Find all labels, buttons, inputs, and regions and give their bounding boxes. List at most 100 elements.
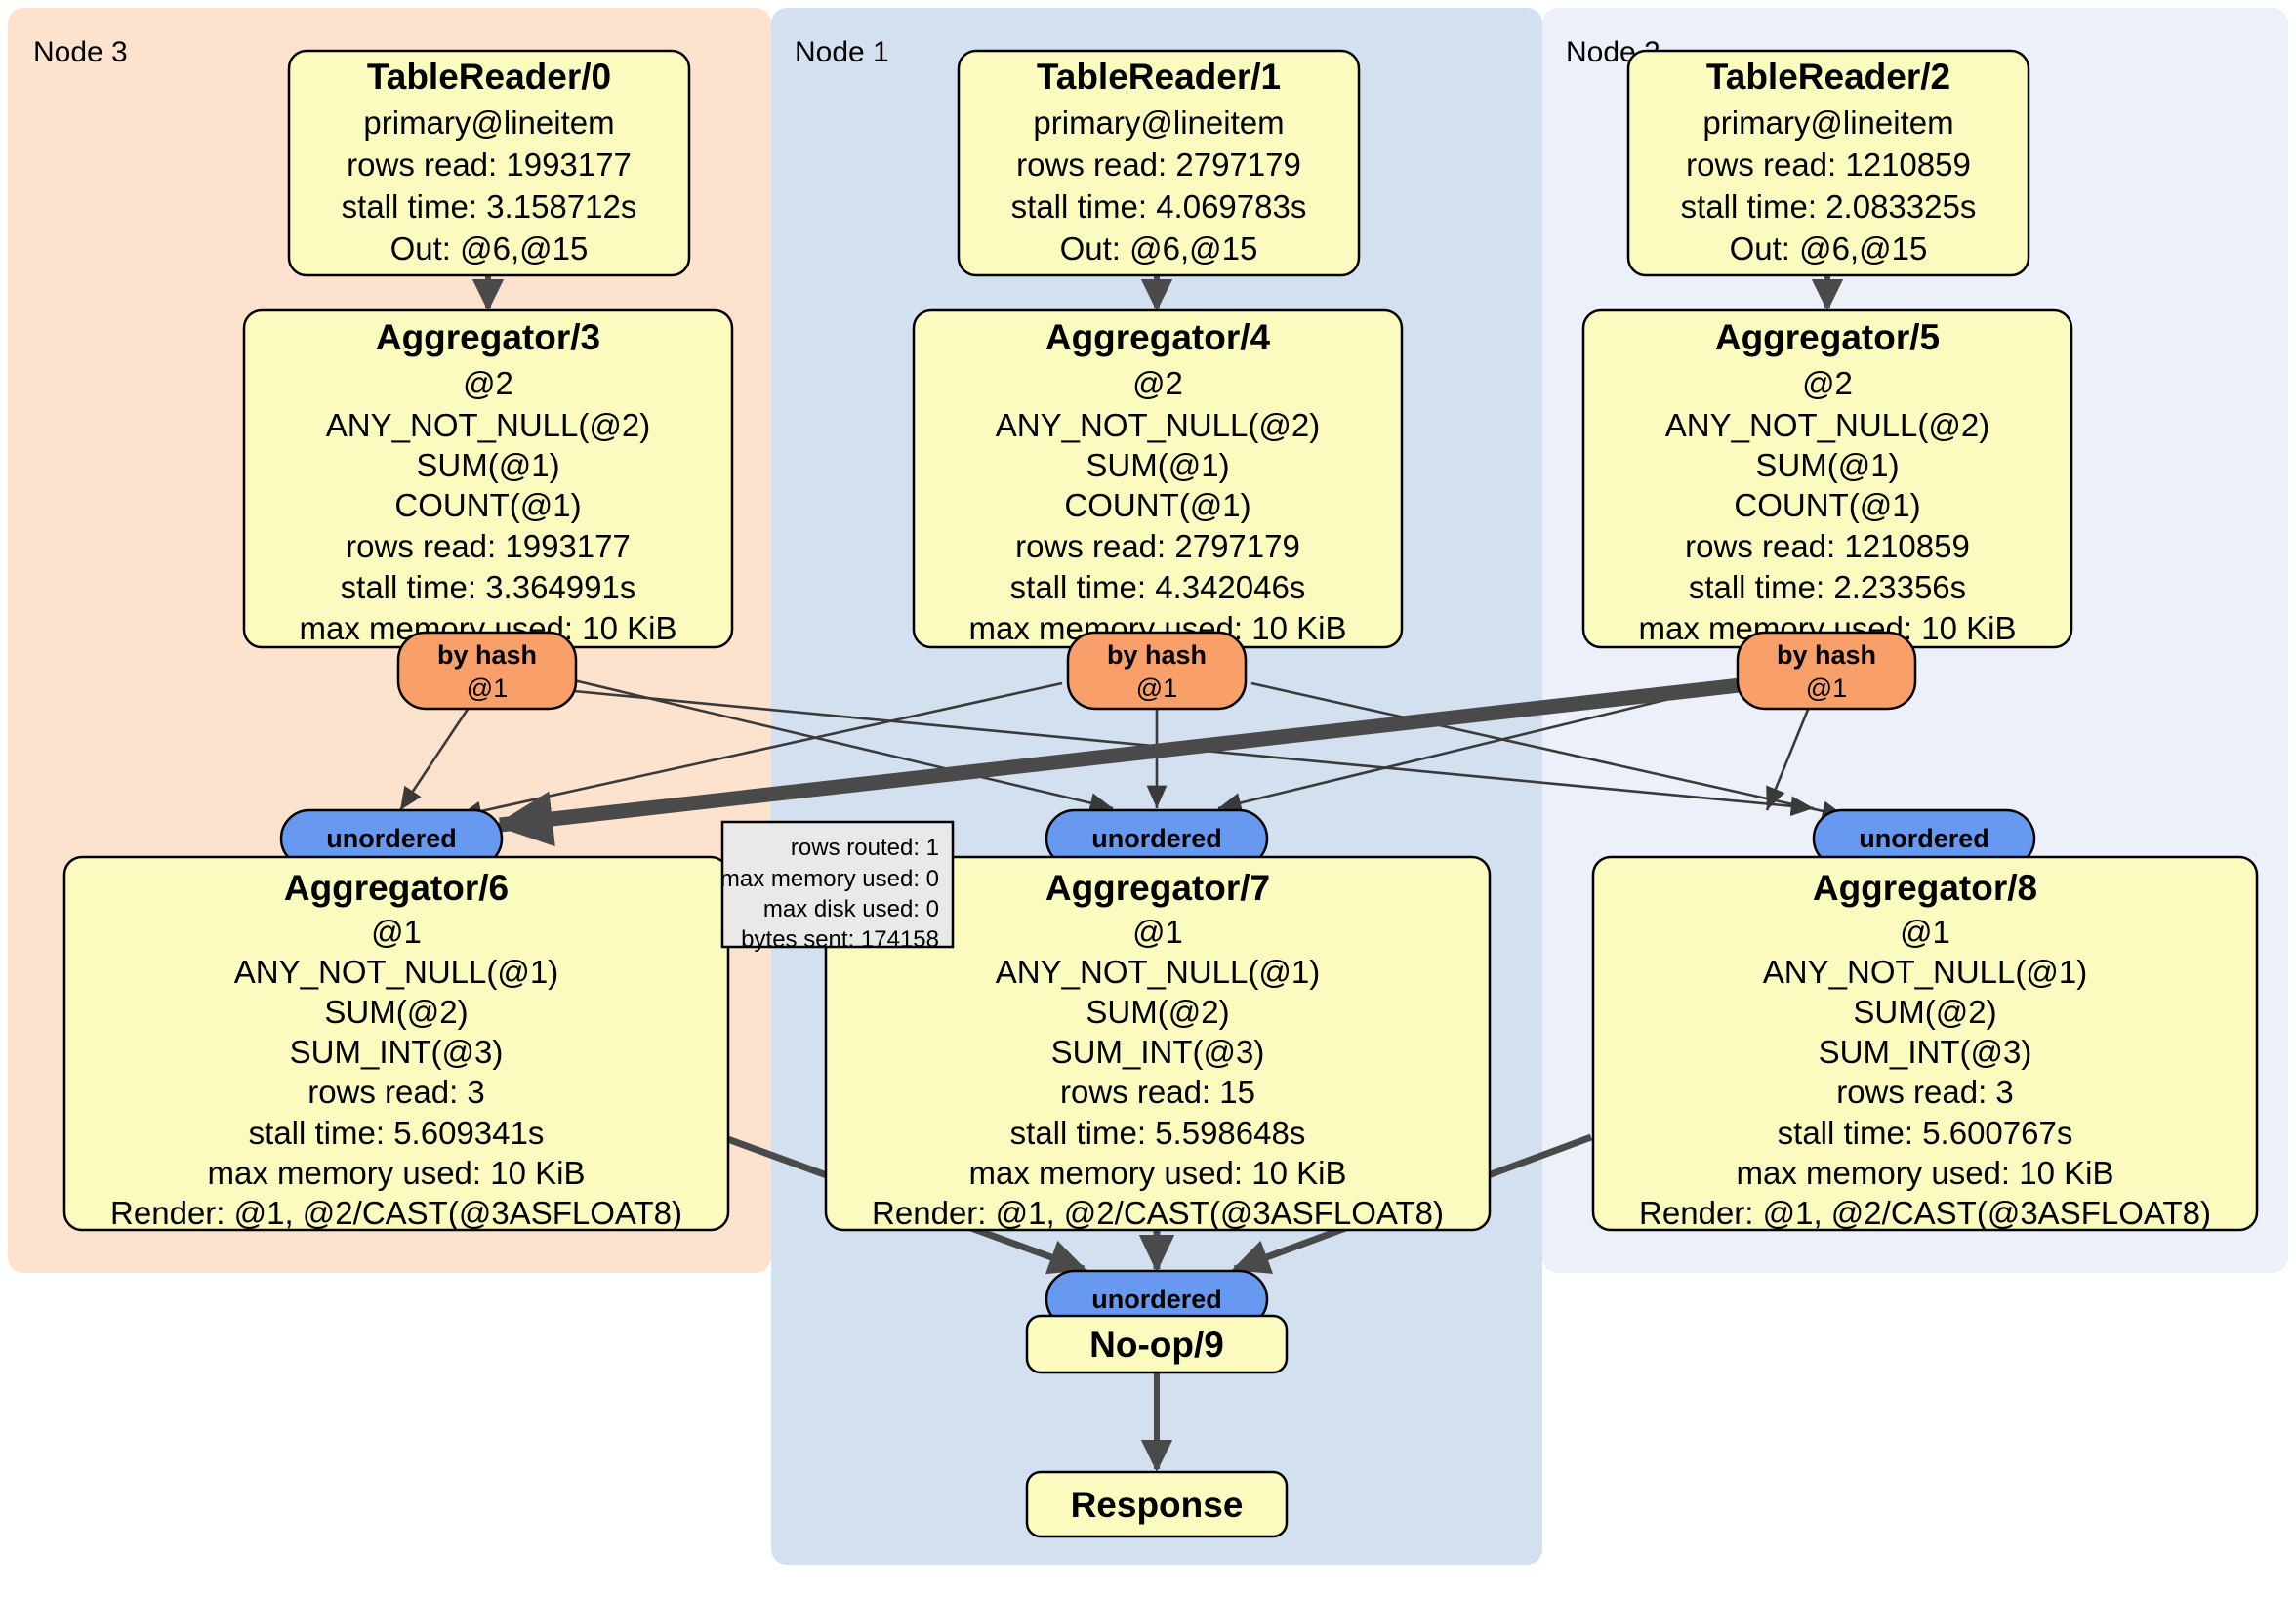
processor-aggregator-7[interactable]: Aggregator/7 @1 ANY_NOT_NULL(@1) SUM(@2)… — [824, 855, 1492, 1232]
processor-table-reader-1[interactable]: TableReader/1 primary@lineitem rows read… — [957, 49, 1361, 277]
processor-table-reader-0[interactable]: TableReader/0 primary@lineitem rows read… — [287, 49, 691, 277]
tooltip-line-2: max disk used: 0 — [763, 896, 939, 922]
aggregator-3-line-4: rows read: 1993177 — [346, 528, 631, 564]
processor-aggregator-3[interactable]: Aggregator/3 @2 ANY_NOT_NULL(@2) SUM(@1)… — [242, 308, 734, 649]
aggregator-5-line-3: COUNT(@1) — [1734, 487, 1920, 523]
aggregator-5-title: Aggregator/5 — [1715, 317, 1940, 357]
aggregator-5-line-5: stall time: 2.23356s — [1689, 569, 1966, 605]
router-stats-tooltip: rows routed: 1 max memory used: 0 max di… — [720, 820, 955, 953]
aggregator-3-line-1: ANY_NOT_NULL(@2) — [326, 407, 650, 443]
table-reader-2-line-3: Out: @6,@15 — [1730, 230, 1928, 266]
aggregator-8-line-6: max memory used: 10 KiB — [1737, 1155, 2114, 1191]
table-reader-0-title: TableReader/0 — [367, 57, 611, 97]
table-reader-2-line-1: rows read: 1210859 — [1686, 146, 1971, 183]
aggregator-7-line-7: Render: @1, @2/CAST(@3ASFLOAT8) — [872, 1195, 1444, 1231]
aggregator-5-line-2: SUM(@1) — [1755, 447, 1899, 483]
aggregator-4-line-5: stall time: 4.342046s — [1010, 569, 1306, 605]
edge-hashM-unorderedL — [458, 681, 1063, 822]
table-reader-0-line-1: rows read: 1993177 — [347, 146, 632, 183]
cluster-label-node3: Node 3 — [33, 36, 128, 68]
table-reader-1-line-0: primary@lineitem — [1033, 104, 1284, 141]
tooltip-line-1: max memory used: 0 — [720, 866, 939, 892]
synchronizer-unordered-right[interactable]: unordered — [1812, 808, 2036, 869]
edge-hashR-unorderedM — [1217, 681, 1735, 813]
processor-aggregator-6[interactable]: Aggregator/6 @1 ANY_NOT_NULL(@1) SUM(@2)… — [62, 855, 730, 1232]
edge-hashR-unorderedL-highlight — [494, 676, 1758, 847]
aggregator-6-line-1: ANY_NOT_NULL(@1) — [234, 954, 558, 990]
table-reader-0-line-0: primary@lineitem — [363, 104, 614, 141]
aggregator-7-line-5: stall time: 5.598648s — [1010, 1115, 1306, 1151]
synchronizer-unordered-middle-label: unordered — [1091, 824, 1222, 853]
cluster-label-node1: Node 1 — [795, 36, 889, 68]
processor-no-op-9[interactable]: No-op/9 — [1025, 1314, 1289, 1374]
aggregator-8-line-0: @1 — [1900, 914, 1950, 950]
aggregator-6-line-4: rows read: 3 — [308, 1074, 485, 1110]
aggregator-4-line-4: rows read: 2797179 — [1015, 528, 1300, 564]
synchronizer-unordered-final-label: unordered — [1091, 1285, 1222, 1314]
aggregator-4-line-2: SUM(@1) — [1086, 447, 1229, 483]
synchronizer-unordered-right-label: unordered — [1859, 824, 1989, 853]
edge-hashL-unorderedM — [573, 678, 1114, 813]
aggregator-7-line-6: max memory used: 10 KiB — [969, 1155, 1347, 1191]
aggregator-5-line-1: ANY_NOT_NULL(@2) — [1665, 407, 1989, 443]
table-reader-2-line-0: primary@lineitem — [1702, 104, 1953, 141]
router-by-hash-right[interactable]: by hash @1 — [1736, 631, 1917, 711]
aggregator-6-line-2: SUM(@2) — [324, 994, 468, 1030]
aggregator-4-line-1: ANY_NOT_NULL(@2) — [996, 407, 1320, 443]
aggregator-4-line-0: @2 — [1132, 365, 1183, 401]
aggregator-8-line-4: rows read: 3 — [1836, 1074, 2014, 1110]
aggregator-8-line-7: Render: @1, @2/CAST(@3ASFLOAT8) — [1639, 1195, 2211, 1231]
aggregator-6-line-0: @1 — [371, 914, 422, 950]
synchronizer-unordered-left[interactable]: unordered — [279, 808, 504, 869]
aggregator-3-line-0: @2 — [463, 365, 513, 401]
aggregator-4-line-3: COUNT(@1) — [1064, 487, 1250, 523]
table-reader-1-line-3: Out: @6,@15 — [1060, 230, 1258, 266]
tooltip-line-0: rows routed: 1 — [791, 835, 939, 861]
processor-aggregator-5[interactable]: Aggregator/5 @2 ANY_NOT_NULL(@2) SUM(@1)… — [1581, 308, 2073, 649]
table-reader-0-line-3: Out: @6,@15 — [390, 230, 589, 266]
router-by-hash-middle[interactable]: by hash @1 — [1066, 631, 1248, 711]
processor-aggregator-4[interactable]: Aggregator/4 @2 ANY_NOT_NULL(@2) SUM(@1)… — [912, 308, 1404, 649]
aggregator-7-line-4: rows read: 15 — [1060, 1074, 1255, 1110]
edge-hashL-unorderedL — [398, 704, 472, 811]
aggregator-8-line-1: ANY_NOT_NULL(@1) — [1763, 954, 2087, 990]
aggregator-3-line-2: SUM(@1) — [416, 447, 559, 483]
aggregator-6-line-5: stall time: 5.609341s — [249, 1115, 545, 1151]
router-by-hash-middle-title: by hash — [1107, 640, 1207, 670]
processor-response[interactable]: Response — [1025, 1470, 1289, 1538]
aggregator-7-line-3: SUM_INT(@3) — [1051, 1034, 1265, 1070]
aggregator-6-title: Aggregator/6 — [284, 868, 509, 908]
aggregator-8-line-3: SUM_INT(@3) — [1819, 1034, 2032, 1070]
aggregator-7-line-2: SUM(@2) — [1086, 994, 1229, 1030]
router-by-hash-left[interactable]: by hash @1 — [396, 631, 578, 711]
no-op-9-title: No-op/9 — [1089, 1325, 1224, 1365]
aggregator-3-title: Aggregator/3 — [376, 317, 600, 357]
aggregator-7-line-1: ANY_NOT_NULL(@1) — [996, 954, 1320, 990]
aggregator-7-title: Aggregator/7 — [1046, 868, 1270, 908]
table-reader-0-line-2: stall time: 3.158712s — [342, 188, 637, 225]
aggregator-8-title: Aggregator/8 — [1813, 868, 2037, 908]
router-by-hash-left-title: by hash — [437, 640, 537, 670]
router-by-hash-middle-sub: @1 — [1136, 674, 1177, 703]
table-reader-1-line-1: rows read: 2797179 — [1016, 146, 1301, 183]
aggregator-7-line-0: @1 — [1132, 914, 1183, 950]
aggregator-5-line-0: @2 — [1802, 365, 1853, 401]
processor-table-reader-2[interactable]: TableReader/2 primary@lineitem rows read… — [1626, 49, 2030, 277]
synchronizer-unordered-final[interactable]: unordered — [1045, 1269, 1269, 1330]
synchronizer-unordered-left-label: unordered — [326, 824, 457, 853]
edge-hashR-unorderedR — [1765, 704, 1812, 811]
synchronizer-unordered-middle[interactable]: unordered — [1045, 808, 1269, 869]
table-reader-2-title: TableReader/2 — [1706, 57, 1950, 97]
aggregator-5-line-4: rows read: 1210859 — [1685, 528, 1970, 564]
aggregator-6-line-3: SUM_INT(@3) — [290, 1034, 504, 1070]
tooltip-line-3: bytes sent: 174158 — [741, 926, 939, 953]
aggregator-3-line-5: stall time: 3.364991s — [341, 569, 636, 605]
aggregator-6-line-6: max memory used: 10 KiB — [208, 1155, 586, 1191]
edge-hashM-unorderedR — [1250, 681, 1846, 822]
router-by-hash-right-sub: @1 — [1806, 674, 1847, 703]
processor-aggregator-8[interactable]: Aggregator/8 @1 ANY_NOT_NULL(@1) SUM(@2)… — [1591, 855, 2259, 1232]
table-reader-1-title: TableReader/1 — [1037, 57, 1281, 97]
table-reader-1-line-2: stall time: 4.069783s — [1011, 188, 1307, 225]
aggregator-4-title: Aggregator/4 — [1046, 317, 1271, 357]
